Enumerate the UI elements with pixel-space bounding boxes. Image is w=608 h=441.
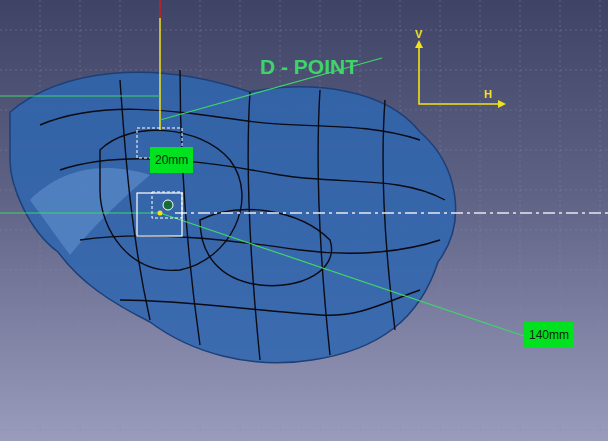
axis-triad [419, 46, 500, 104]
axis-label: V [415, 28, 422, 40]
axis-label: H [484, 88, 492, 100]
point-label: D - POINT [260, 55, 358, 79]
leader-line [160, 213, 524, 336]
dimension-label: 140mm [524, 322, 574, 348]
vertical-axis [159, 18, 161, 130]
dimension-label: 20mm [150, 147, 193, 173]
seat-surface [10, 72, 456, 363]
surface-curves [40, 70, 445, 360]
d-point-marker [163, 200, 173, 210]
